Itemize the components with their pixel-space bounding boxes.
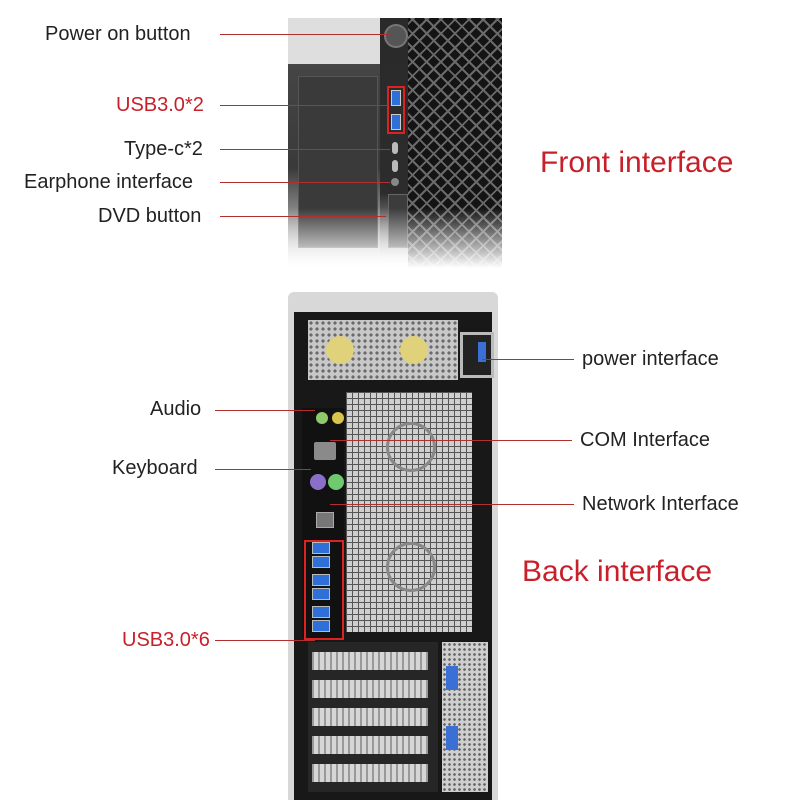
rear-fan-icon bbox=[386, 542, 436, 592]
com-port-icon bbox=[314, 442, 336, 460]
leader-com-interface bbox=[330, 440, 572, 441]
leader-type-c bbox=[220, 149, 390, 150]
power-button-icon bbox=[384, 24, 408, 48]
label-type-c: Type-c*2 bbox=[124, 138, 203, 160]
leader-power-interface bbox=[482, 359, 574, 360]
expansion-slot-cover bbox=[312, 736, 428, 754]
label-dvd-button: DVD button bbox=[98, 205, 202, 227]
slot-side-vent bbox=[442, 642, 488, 792]
leader-back-usb bbox=[215, 640, 315, 641]
power-socket-icon bbox=[460, 332, 494, 378]
label-power-on-button: Power on button bbox=[45, 23, 191, 45]
label-front-usb: USB3.0*2 bbox=[116, 94, 204, 116]
usb-highlight-box bbox=[387, 86, 405, 134]
expansion-slot-cover bbox=[312, 680, 428, 698]
leader-dvd-button bbox=[220, 216, 386, 217]
usb-port-icon bbox=[312, 574, 330, 586]
usb-port-icon bbox=[312, 556, 330, 568]
power-supply-unit bbox=[308, 320, 458, 380]
leader-power-on-button bbox=[220, 34, 390, 35]
label-keyboard: Keyboard bbox=[112, 457, 198, 479]
usb-port-icon bbox=[391, 90, 401, 106]
label-audio: Audio bbox=[150, 398, 202, 420]
earphone-jack-icon bbox=[391, 178, 399, 186]
front-interface-title: Front interface bbox=[540, 146, 734, 179]
rear-io-panel bbox=[302, 408, 344, 638]
back-panel-photo bbox=[288, 292, 498, 800]
usb-port-icon bbox=[312, 606, 330, 618]
expansion-slot-cover bbox=[312, 652, 428, 670]
audio-jack-icon bbox=[316, 412, 328, 424]
power-clip-icon bbox=[478, 342, 486, 362]
usb-highlight-box bbox=[304, 540, 344, 640]
psu-fan-icon bbox=[326, 336, 354, 364]
leader-keyboard bbox=[215, 469, 311, 470]
blue-latch-icon bbox=[446, 726, 458, 750]
leader-audio bbox=[215, 410, 315, 411]
label-back-usb: USB3.0*6 bbox=[122, 629, 210, 651]
leader-network-interface bbox=[330, 504, 574, 505]
expansion-slots bbox=[308, 642, 438, 792]
label-power-interface: power interface bbox=[582, 348, 719, 370]
rear-vent-grille bbox=[346, 392, 472, 632]
front-top-cap bbox=[288, 18, 380, 64]
audio-jack-icon bbox=[332, 412, 344, 424]
type-c-port-icon bbox=[392, 160, 398, 172]
label-network-interface: Network Interface bbox=[582, 493, 739, 515]
label-earphone-interface: Earphone interface bbox=[24, 171, 194, 193]
label-com-interface: COM Interface bbox=[580, 429, 711, 451]
usb-port-icon bbox=[312, 588, 330, 600]
leader-earphone-interface bbox=[220, 182, 390, 183]
network-port-icon bbox=[316, 512, 334, 528]
expansion-slot-cover bbox=[312, 708, 428, 726]
ps2-keyboard-port-icon bbox=[310, 474, 326, 490]
blue-latch-icon bbox=[446, 666, 458, 690]
usb-port-icon bbox=[391, 114, 401, 130]
ps2-mouse-port-icon bbox=[328, 474, 344, 490]
front-fade bbox=[288, 208, 502, 268]
front-panel-photo bbox=[288, 18, 502, 268]
psu-fan-icon bbox=[400, 336, 428, 364]
leader-front-usb bbox=[220, 105, 388, 106]
expansion-slot-cover bbox=[312, 764, 428, 782]
type-c-port-icon bbox=[392, 142, 398, 154]
usb-port-icon bbox=[312, 542, 330, 554]
usb-port-icon bbox=[312, 620, 330, 632]
rear-fan-icon bbox=[386, 422, 436, 472]
back-chassis bbox=[294, 312, 494, 800]
back-interface-title: Back interface bbox=[522, 555, 713, 588]
